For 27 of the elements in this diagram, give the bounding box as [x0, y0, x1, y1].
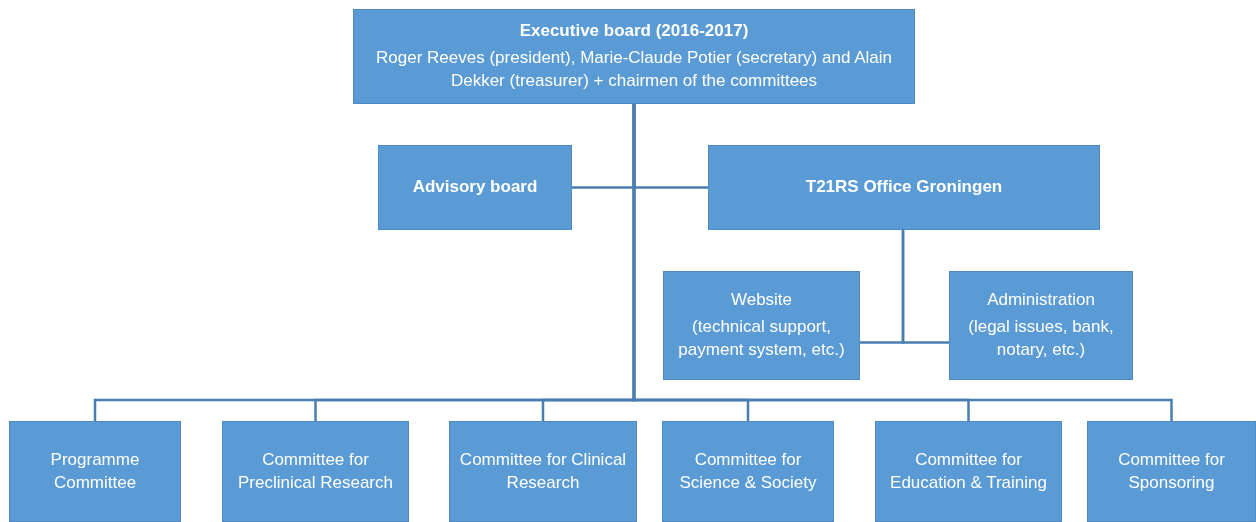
committee-box [9, 421, 181, 522]
executive-box [353, 9, 915, 104]
node-title: Committee for Clinical Research [458, 448, 628, 494]
node-title: Executive board (2016-2017) [519, 20, 749, 43]
board-box [378, 145, 572, 230]
node-title: Committee for Education & Training [889, 448, 1048, 494]
node-title: Programme Committee [49, 448, 141, 494]
connector-line [901, 230, 949, 344]
node-title: Committee for Preclinical Research [237, 448, 394, 494]
committee-box [875, 421, 1062, 522]
node-title: Committee for Sponsoring [1117, 448, 1226, 494]
node-title: T21RS Office Groningen [805, 176, 1003, 199]
committee-box [449, 421, 637, 522]
node-description: (legal issues, bank, notary, etc.) [967, 316, 1115, 361]
node-title: Administration [987, 289, 1095, 312]
committee-box [662, 421, 834, 522]
connector-line [632, 104, 1173, 421]
committee-box [222, 421, 409, 522]
committee-box [1087, 421, 1256, 522]
node-title: Advisory board [412, 176, 538, 199]
node-description: Roger Reeves (president), Marie-Claude Potier (secretary) and Alain Dekker (treasurer) + chairmen of the committees [375, 47, 893, 92]
unit-box [949, 271, 1133, 380]
office-box [708, 145, 1100, 230]
node-title: Committee for Science & Society [678, 448, 818, 494]
node-title: Website [730, 289, 793, 312]
unit-box [663, 271, 860, 380]
node-description: (technical support, payment system, etc.) [677, 316, 846, 361]
